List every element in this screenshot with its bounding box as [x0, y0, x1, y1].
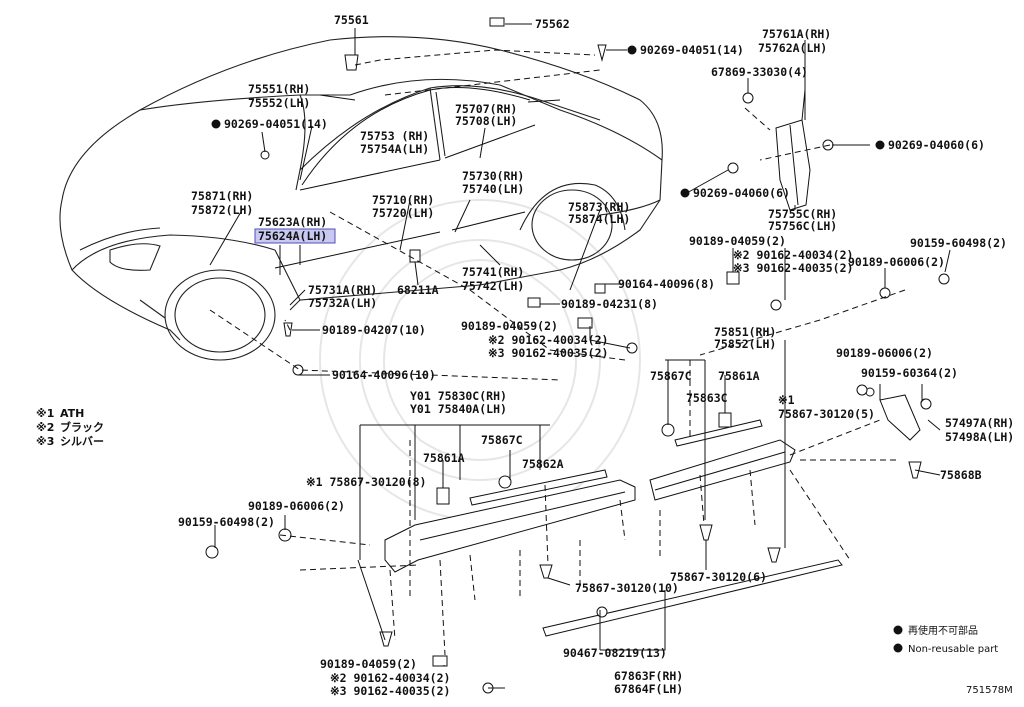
label-75731A: 75731A(RH): [308, 283, 377, 297]
note-1-text: ATH: [60, 407, 84, 420]
label-75867C-lower: 75867C: [481, 433, 523, 447]
highlight-box-75624A: [254, 228, 336, 244]
diagram-code: 751578M: [966, 685, 1013, 696]
label-75840A: Y01 75840A(LH): [410, 402, 507, 416]
label-90269-04060-right: 90269-04060(6): [888, 138, 985, 152]
note-2-mark: ※2: [36, 421, 54, 434]
label-75874: 75874(LH): [568, 212, 630, 226]
label-90162-40034-b: ※2 90162-40034(2): [488, 333, 608, 347]
label-75862A: 75862A: [522, 457, 564, 471]
non-reusable-dot: [680, 188, 690, 198]
legend: 再使用不可部品 Non-reusable part: [893, 624, 998, 655]
label-75753: 75753 (RH): [360, 129, 429, 143]
label-75852: 75852(LH): [714, 337, 776, 351]
label-75867-30120-10: 75867-30120(10): [575, 581, 679, 595]
note-3-mark: ※3: [36, 435, 54, 448]
label-90269-04060-left: 90269-04060(6): [693, 186, 790, 200]
label-90162-40034-a: ※2 90162-40034(2): [733, 248, 853, 262]
label-75624A[interactable]: 75624A(LH): [258, 229, 327, 243]
label-75754A: 75754A(LH): [360, 142, 429, 156]
label-75867-30120-8: ※1 75867-30120(8): [306, 475, 426, 489]
label-90159-60498-right: 90159-60498(2): [910, 236, 1007, 250]
legend-nonreuse-en: Non-reusable part: [908, 644, 998, 655]
legend-reuse-jp: 再使用不可部品: [908, 624, 978, 637]
part-labels: 75561 75562 90269-04051(14) 75761A(RH) 7…: [178, 13, 1014, 698]
label-90162-40035-a: ※3 90162-40035(2): [733, 261, 853, 275]
label-75867-30120-5: 75867-30120(5): [778, 407, 875, 421]
label-75871: 75871(RH): [191, 189, 253, 203]
label-90162-40034-c: ※2 90162-40034(2): [330, 671, 450, 685]
label-90189-04207: 90189-04207(10): [322, 323, 426, 337]
label-90164-40096-8: 90164-40096(8): [618, 277, 715, 291]
label-75741: 75741(RH): [462, 265, 524, 279]
note-1-mark: ※1: [36, 407, 54, 420]
label-75552: 75552(LH): [248, 96, 310, 110]
label-75867-30120-6: 75867-30120(6): [670, 570, 767, 584]
label-67869-33030: 67869-33030(4): [711, 65, 808, 79]
legend-dot-icon: [893, 625, 903, 635]
label-75623A: 75623A(RH): [258, 215, 327, 229]
label-57498A: 57498A(LH): [945, 430, 1014, 444]
label-75732A: 75732A(LH): [308, 296, 377, 310]
label-75867C-upper: 75867C: [650, 369, 692, 383]
label-90189-06006-mid: 90189-06006(2): [836, 346, 933, 360]
label-75755C: 75755C(RH): [768, 207, 837, 221]
label-75561: 75561: [334, 13, 369, 27]
label-75830C: Y01 75830C(RH): [410, 389, 507, 403]
label-75861A-upper: 75861A: [718, 369, 760, 383]
car-body-outline: [59, 36, 663, 361]
label-75762A: 75762A(LH): [758, 41, 827, 55]
non-reusable-dot: [627, 45, 637, 55]
notes: ※1 ATH ※2 ブラック ※3 シルバー: [36, 407, 104, 448]
label-75562: 75562: [535, 17, 570, 31]
rocker-panel-upper: [649, 419, 796, 501]
label-75740: 75740(LH): [462, 182, 524, 196]
label-90269-04051-top: 90269-04051(14): [640, 43, 744, 57]
label-68211A: 68211A: [397, 283, 439, 297]
label-90159-60498-lower: 90159-60498(2): [178, 515, 275, 529]
label-75873: 75873(RH): [568, 200, 630, 214]
label-75710: 75710(RH): [372, 193, 434, 207]
label-90467-08219: 90467-08219(13): [563, 646, 667, 660]
note-2-text: ブラック: [60, 420, 104, 434]
label-75861A-lower: 75861A: [423, 451, 465, 465]
label-75761A: 75761A(RH): [762, 27, 831, 41]
label-67864F: 67864F(LH): [614, 682, 683, 696]
label-75551: 75551(RH): [248, 82, 310, 96]
label-90189-04059-b: 90189-04059(2): [461, 319, 558, 333]
label-90162-40035-c: ※3 90162-40035(2): [330, 684, 450, 698]
dashed-lines: [209, 49, 906, 656]
label-90269-04051-left: 90269-04051(14): [224, 117, 328, 131]
label-75720: 75720(LH): [372, 206, 434, 220]
label-75707: 75707(RH): [455, 102, 517, 116]
label-75730: 75730(RH): [462, 169, 524, 183]
non-reusable-dot: [211, 119, 221, 129]
label-75756C: 75756C(LH): [768, 219, 837, 233]
label-75863C: 75863C: [686, 391, 728, 405]
label-75708: 75708(LH): [455, 114, 517, 128]
label-90189-04059-c: 90189-04059(2): [320, 657, 417, 671]
non-reusable-dot: [875, 140, 885, 150]
label-75872: 75872(LH): [191, 203, 253, 217]
note-3-text: シルバー: [60, 435, 104, 448]
label-note1-upper: ※1: [778, 393, 795, 407]
label-75851: 75851(RH): [714, 325, 776, 339]
label-90189-04059-a: 90189-04059(2): [689, 234, 786, 248]
label-90189-06006-lower: 90189-06006(2): [248, 499, 345, 513]
rocker-panel-lower: [384, 469, 843, 637]
label-57497A: 57497A(RH): [945, 416, 1014, 430]
label-67863F: 67863F(RH): [614, 669, 683, 683]
label-90189-04231: 90189-04231(8): [561, 297, 658, 311]
label-90189-06006-right: 90189-06006(2): [848, 255, 945, 269]
label-90164-40096-10: 90164-40096(10): [332, 368, 436, 382]
label-90162-40035-b: ※3 90162-40035(2): [488, 346, 608, 360]
mud-guard-bracket: [865, 387, 930, 441]
leader-lines: [209, 23, 951, 689]
legend-dot-icon: [893, 643, 903, 653]
label-75742: 75742(LH): [462, 279, 524, 293]
label-90159-60364: 90159-60364(2): [861, 366, 958, 380]
label-75868B: 75868B: [940, 468, 982, 482]
